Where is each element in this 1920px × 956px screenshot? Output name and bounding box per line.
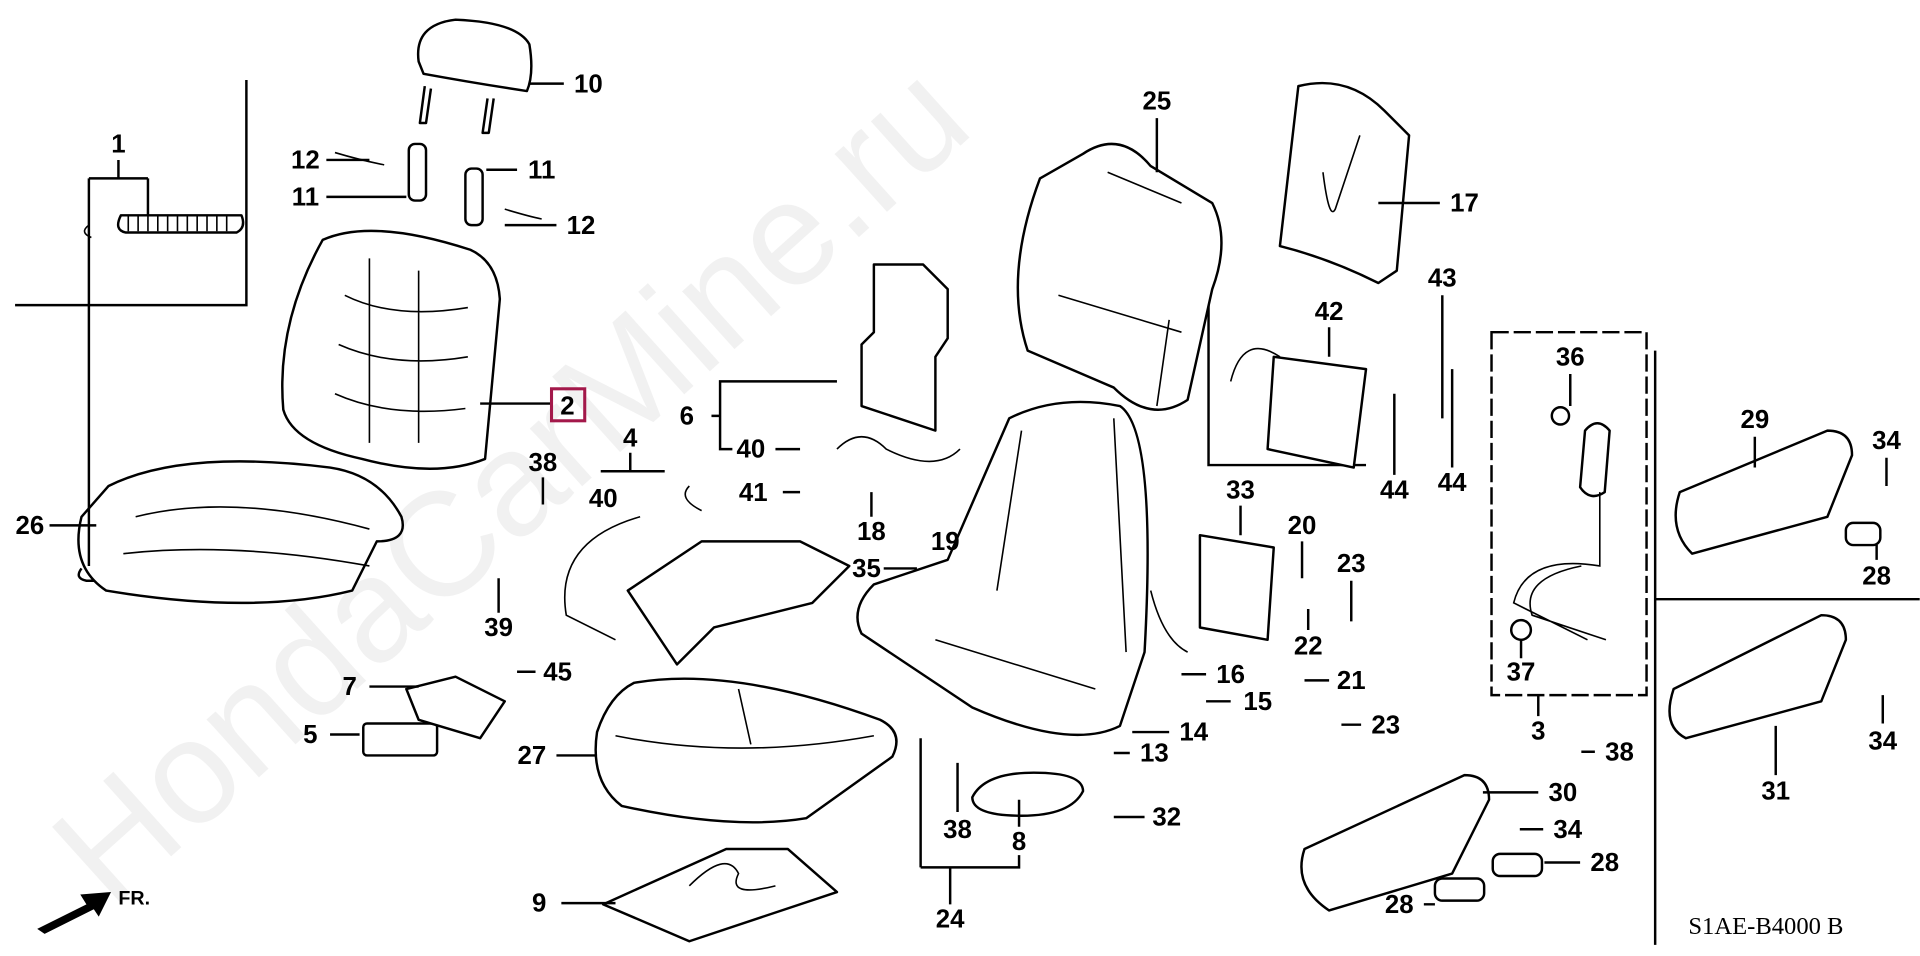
callout-36: 36 xyxy=(1556,343,1585,371)
highlight-box-part-2 xyxy=(549,387,587,423)
callout-21: 21 xyxy=(1337,667,1366,695)
callout-39: 39 xyxy=(484,614,513,642)
callout-17: 17 xyxy=(1450,190,1479,218)
callout-28: 28 xyxy=(1385,891,1414,919)
callout-3: 3 xyxy=(1531,717,1545,745)
callout-9: 9 xyxy=(532,890,546,918)
headrest-guides-11 xyxy=(334,142,542,227)
cable-8 xyxy=(971,771,1085,817)
callout-28: 28 xyxy=(1862,562,1891,590)
callout-5: 5 xyxy=(303,721,317,749)
back-panel-17 xyxy=(1278,81,1411,285)
callout-35: 35 xyxy=(852,555,881,583)
callout-11: 11 xyxy=(528,156,555,184)
callout-18: 18 xyxy=(857,518,886,546)
caps-28 xyxy=(1433,521,1882,902)
callout-42: 42 xyxy=(1315,298,1344,326)
callout-14: 14 xyxy=(1179,719,1208,747)
diagram-code: S1AE-B4000 B xyxy=(1688,913,1843,940)
callout-16: 16 xyxy=(1216,661,1245,689)
switch-5-7 xyxy=(362,675,506,757)
callout-26: 26 xyxy=(15,512,44,540)
heater-mat-6 xyxy=(836,263,961,463)
section-dividers xyxy=(15,79,1920,945)
callout-33: 33 xyxy=(1226,476,1255,504)
callout-40: 40 xyxy=(736,436,765,464)
callout-23: 23 xyxy=(1337,550,1366,578)
leader-lines xyxy=(49,82,1888,906)
callout-38: 38 xyxy=(943,816,972,844)
callout-12: 12 xyxy=(567,212,596,240)
callout-30: 30 xyxy=(1549,779,1578,807)
callout-6: 6 xyxy=(680,402,694,430)
callout-25: 25 xyxy=(1142,88,1171,116)
callout-23: 23 xyxy=(1371,711,1400,739)
fr-arrow: FR. xyxy=(37,887,150,934)
callout-28: 28 xyxy=(1590,849,1619,877)
callout-34: 34 xyxy=(1553,816,1582,844)
callout-45: 45 xyxy=(543,658,572,686)
callout-34: 34 xyxy=(1868,727,1897,755)
side-airbag-3 xyxy=(1509,406,1611,642)
side-cover-31 xyxy=(1668,613,1848,740)
callout-44: 44 xyxy=(1438,469,1467,497)
callout-19: 19 xyxy=(931,528,960,556)
callout-1: 1 xyxy=(111,131,125,159)
callout-11: 11 xyxy=(292,183,319,211)
callout-34: 34 xyxy=(1872,427,1901,455)
lumbar-42 xyxy=(1229,347,1368,469)
callout-38: 38 xyxy=(529,449,558,477)
callout-2: 2 xyxy=(560,393,574,421)
seat-cushion-cover-26 xyxy=(77,460,404,605)
seat-cushion-pad-27 xyxy=(594,677,898,824)
direction-label: FR. xyxy=(118,887,150,909)
callout-38: 38 xyxy=(1605,738,1634,766)
callout-22: 22 xyxy=(1294,633,1323,661)
side-cover-29 xyxy=(1674,429,1854,555)
callout-15: 15 xyxy=(1243,688,1272,716)
mat-9 xyxy=(601,847,839,943)
seat-frame-24 xyxy=(856,400,1149,737)
seatback-cover-2 xyxy=(281,229,502,471)
seatback-pad-25 xyxy=(1016,142,1223,411)
callout-8: 8 xyxy=(1012,828,1026,856)
callout-41: 41 xyxy=(739,479,768,507)
callout-27: 27 xyxy=(517,742,546,770)
callout-32: 32 xyxy=(1152,804,1181,832)
callout-4: 4 xyxy=(623,425,638,453)
callout-20: 20 xyxy=(1288,512,1317,540)
callout-12: 12 xyxy=(291,147,320,175)
callout-43: 43 xyxy=(1428,265,1457,293)
headrest-10 xyxy=(416,18,533,135)
callout-29: 29 xyxy=(1740,406,1769,434)
callout-13: 13 xyxy=(1140,740,1169,768)
callout-24: 24 xyxy=(936,906,965,934)
side-cover-30 xyxy=(1300,773,1491,912)
heater-harness-4 xyxy=(564,485,851,666)
callout-7: 7 xyxy=(343,673,357,701)
callout-44: 44 xyxy=(1380,476,1409,504)
callout-40: 40 xyxy=(589,485,618,513)
callout-10: 10 xyxy=(574,70,603,98)
callout-37: 37 xyxy=(1507,658,1536,686)
callout-31: 31 xyxy=(1761,778,1790,806)
lumbar-33 xyxy=(1149,533,1275,653)
